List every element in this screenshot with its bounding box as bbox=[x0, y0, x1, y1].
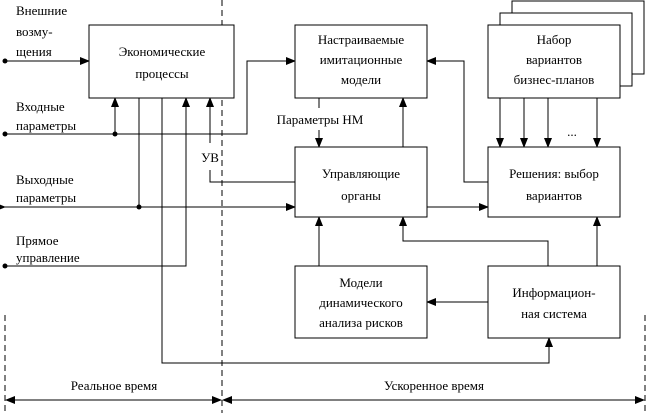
info-system-box bbox=[487, 265, 621, 339]
info-system-label: Информацион-ная система bbox=[512, 285, 595, 321]
decisions-box bbox=[487, 146, 621, 218]
connectors bbox=[0, 57, 645, 404]
business-plans-box bbox=[487, 24, 621, 99]
risk-models-box bbox=[294, 265, 428, 339]
ellipsis-label: ... bbox=[567, 124, 577, 139]
uv-label: УВ bbox=[201, 150, 219, 165]
accelerated-time-label: Ускоренное время bbox=[384, 378, 484, 393]
real-time-label: Реальное время bbox=[71, 378, 158, 393]
simulation-models-box bbox=[294, 24, 428, 99]
nm-params-label: Параметры НМ bbox=[277, 112, 364, 127]
economic-processes-box bbox=[88, 24, 235, 99]
control-bodies-box bbox=[294, 146, 428, 218]
